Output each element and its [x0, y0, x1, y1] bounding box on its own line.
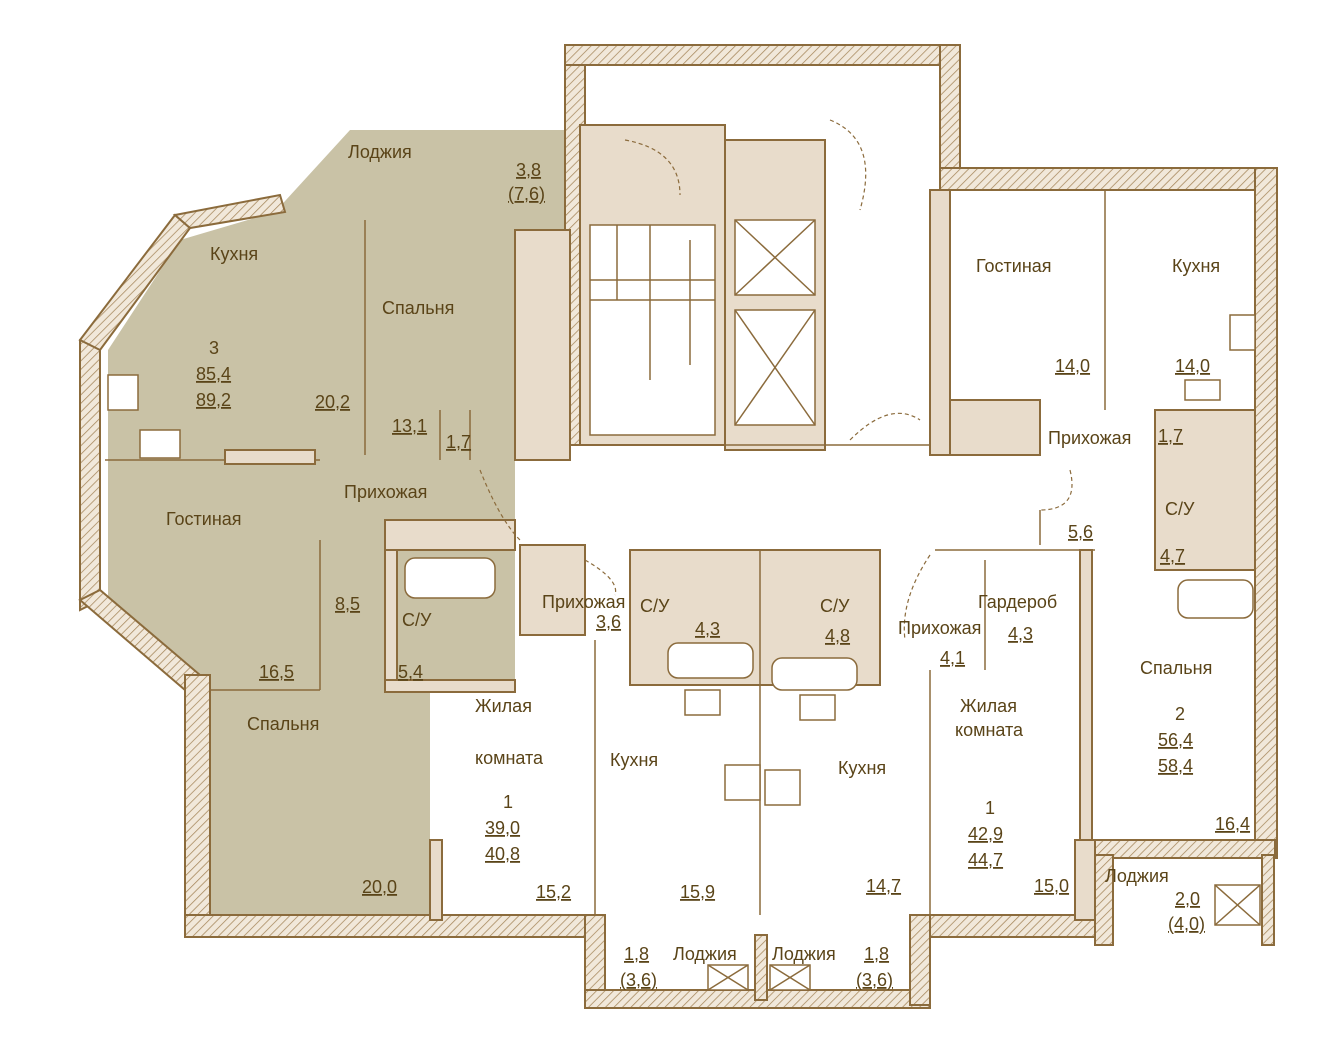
apt1b-wardrobe-area: 4,3 [1008, 624, 1033, 644]
apt2-kitchen-label: Кухня [1172, 256, 1220, 276]
apt3-hall-area: 8,5 [335, 594, 360, 614]
apt1b-room-label-1: Жилая [960, 696, 1017, 716]
apt2-bath-label: С/У [1165, 499, 1195, 519]
apt1b-loggia-area-full: (3,6) [856, 970, 893, 990]
apt1b-loggia-area: 1,8 [864, 944, 889, 964]
apt3-loggia-label: Лоджия [348, 142, 412, 162]
apt3-wc-area: 1,7 [446, 432, 471, 452]
apt3-rooms: 3 [209, 338, 219, 358]
apt2-area-living: 56,4 [1158, 730, 1193, 750]
stairwell [589, 224, 716, 436]
elevator-2 [734, 309, 816, 426]
elevator-1 [734, 219, 816, 296]
apt1b-rooms: 1 [985, 798, 995, 818]
apt2-area-total: 58,4 [1158, 756, 1193, 776]
outer-walls [78, 44, 1278, 1009]
apt1b-kitchen-label: Кухня [838, 758, 886, 778]
apt3-loggia-area-full: (7,6) [508, 184, 545, 204]
apt1a-kitchen-label: Кухня [610, 750, 658, 770]
apt2-bedroom-label: Спальня [1140, 658, 1212, 678]
apt1a-room-area: 15,2 [536, 882, 571, 902]
apt1b-area-total: 44,7 [968, 850, 1003, 870]
apt1a-bath-area: 4,3 [695, 619, 720, 639]
apt1a-area-living: 39,0 [485, 818, 520, 838]
apt1a-rooms: 1 [503, 792, 513, 812]
apt1b-kitchen-area: 14,7 [866, 876, 901, 896]
apt3-area-total: 89,2 [196, 390, 231, 410]
apt2-wc-area: 1,7 [1158, 426, 1183, 446]
apt1a-hall-area: 3,6 [596, 612, 621, 632]
apt1a-loggia-area-full: (3,6) [620, 970, 657, 990]
apt1a-room-label-2: комната [475, 748, 544, 768]
door-swings [479, 119, 1073, 641]
apt1b-room-label-2: комната [955, 720, 1024, 740]
fixtures [107, 314, 1261, 991]
apt3-bath-label: С/У [402, 610, 432, 630]
apt3-bedroom1-area: 13,1 [392, 416, 427, 436]
apt2-living-area: 14,0 [1055, 356, 1090, 376]
apt1a-loggia-area: 1,8 [624, 944, 649, 964]
apt1b-loggia-label: Лоджия [772, 944, 836, 964]
apt1b-room-area: 15,0 [1034, 876, 1069, 896]
apt3-bath-area: 5,4 [398, 662, 423, 682]
apt2-bath-area: 4,7 [1160, 546, 1185, 566]
apt3-kitchen-label: Кухня [210, 244, 258, 264]
apt1a-bath-label: С/У [640, 596, 670, 616]
apt3-kitchen-area: 20,2 [315, 392, 350, 412]
apt1a-hall-label: Прихожая [542, 592, 625, 612]
apt3-area-living: 85,4 [196, 364, 231, 384]
apt2-loggia-area: 2,0 [1175, 889, 1200, 909]
apt2-loggia-label: Лоджия [1105, 866, 1169, 886]
apt2-kitchen-area: 14,0 [1175, 356, 1210, 376]
apt3-bedroom2-label: Спальня [247, 714, 319, 734]
apt1a-room-label-1: Жилая [475, 696, 532, 716]
apt1a-kitchen-area: 15,9 [680, 882, 715, 902]
apt2-hall-label: Прихожая [1048, 428, 1131, 448]
apt3-living-label: Гостиная [166, 509, 242, 529]
apt3-bedroom1-label: Спальня [382, 298, 454, 318]
apt2-hall-area: 5,6 [1068, 522, 1093, 542]
apt1b-bath-label: С/У [820, 596, 850, 616]
apt2-loggia-area-full: (4,0) [1168, 914, 1205, 934]
apt1a-area-total: 40,8 [485, 844, 520, 864]
apt1b-hall-area: 4,1 [940, 648, 965, 668]
apt1b-hall-label: Прихожая [898, 618, 981, 638]
apt1b-area-living: 42,9 [968, 824, 1003, 844]
apt2-rooms: 2 [1175, 704, 1185, 724]
apt2-bedroom-area: 16,4 [1215, 814, 1250, 834]
apt1b-bath-area: 4,8 [825, 626, 850, 646]
apartment3-highlight[interactable] [108, 130, 565, 915]
apt1b-wardrobe-label: Гардероб [978, 592, 1057, 612]
apt2-living-label: Гостиная [976, 256, 1052, 276]
apt3-bedroom2-area: 20,0 [362, 877, 397, 897]
apt3-hall-label: Прихожая [344, 482, 427, 502]
apt3-loggia-area: 3,8 [516, 160, 541, 180]
apt1a-loggia-label: Лоджия [673, 944, 737, 964]
apt3-living-area: 16,5 [259, 662, 294, 682]
